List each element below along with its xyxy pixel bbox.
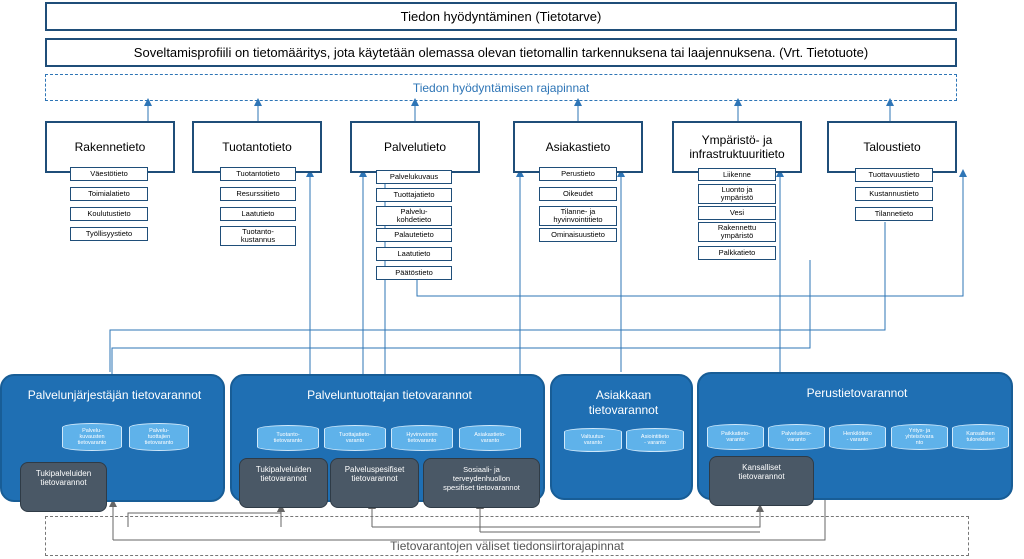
item: Laatutieto [376, 247, 452, 261]
item: Ominaisuustieto [539, 228, 617, 242]
item: Rakennettu ympäristö [698, 222, 776, 242]
item: Laatutieto [220, 207, 296, 221]
cylinder: Tuotanto- tietovaranto [257, 425, 319, 451]
grey-box: Tukipalveluiden tietovarannot [20, 462, 107, 512]
store-perustieto: Perustietovarannot Paikkatieto- varanto … [697, 372, 1013, 506]
store-palveluntuottaja: Palveluntuottajan tietovarannot Tuotanto… [230, 374, 545, 508]
interface-top: Tiedon hyödyntämisen rajapinnat [45, 74, 957, 101]
interface-bottom: Tietovarantojen väliset tiedonsiirtoraja… [45, 516, 969, 556]
item: Luonto ja ympäristö [698, 184, 776, 204]
item: Päätöstieto [376, 266, 452, 280]
cylinder: Palvelu- kuvausten tietovaranto [62, 423, 122, 451]
store-title: Perustietovarannot [806, 386, 908, 400]
item: Tilannetieto [855, 207, 933, 221]
item: Palautetieto [376, 228, 452, 242]
grey-box: Sosiaali- ja terveydenhuollon spesifiset… [423, 458, 540, 508]
category-ymparisto: Ympäristö- ja infrastruktuuritieto [672, 121, 802, 173]
item: Tuotantotieto [220, 167, 296, 181]
cylinder: Hyvinvoinnin tietovaranto [391, 425, 453, 451]
item: Koulutustieto [70, 207, 148, 221]
category-taloustieto: Taloustieto [827, 121, 957, 173]
item: Väestötieto [70, 167, 148, 181]
cylinder: Tuottajatieto- varanto [324, 425, 386, 451]
item: Tuottajatieto [376, 188, 452, 202]
item: Kustannustieto [855, 187, 933, 201]
item: Palkkatieto [698, 246, 776, 260]
grey-box: Palveluspesifiset tietovarannot [330, 458, 419, 508]
cylinder: Henkilötieto - varanto [829, 424, 886, 450]
store-title: Palveluntuottajan tietovarannot [307, 388, 472, 402]
item: Toimialatieto [70, 187, 148, 201]
grey-box: Tukipalveluiden tietovarannot [239, 458, 328, 508]
item: Vesi [698, 206, 776, 220]
item: Perustieto [539, 167, 617, 181]
cylinder: Palvelutieto- varanto [768, 424, 825, 450]
cylinder: Palvelu- tuottajien tietovaranto [129, 423, 189, 451]
cylinder: Paikkatieto- varanto [707, 424, 764, 450]
item: Resurssitieto [220, 187, 296, 201]
item: Tilanne- ja hyvinvointitieto [539, 206, 617, 226]
item: Tuottavuustieto [855, 168, 933, 182]
cylinder: Asiointitieto - varanto [626, 428, 684, 452]
item: Tuotanto- kustannus [220, 226, 296, 246]
item: Liikenne [698, 168, 776, 181]
header-title: Tiedon hyödyntäminen (Tietotarve) [45, 2, 957, 31]
item: Palvelukuvaus [376, 170, 452, 184]
grey-box: Kansalliset tietovarannot [709, 456, 814, 506]
cylinder: Asiakastieto- varanto [459, 425, 521, 451]
cylinder: Yritys- ja yhteisövara nto [891, 424, 948, 450]
cylinder: Kansallinen tulorekisteri [952, 424, 1009, 450]
item: Oikeudet [539, 187, 617, 201]
store-title: Asiakkaan tietovarannot [588, 388, 659, 417]
store-title: Palvelunjärjestäjän tietovarannot [27, 388, 202, 402]
category-asiakastieto: Asiakastieto [513, 121, 643, 173]
category-rakennetieto: Rakennetieto [45, 121, 175, 173]
header-definition: Soveltamisprofiili on tietomääritys, jot… [45, 38, 957, 67]
store-palvelunjarjestaja: Palvelunjärjestäjän tietovarannot Palvel… [0, 374, 225, 512]
category-tuotantotieto: Tuotantotieto [192, 121, 322, 173]
item: Työllisyystieto [70, 227, 148, 241]
cylinder: Valtuutus- varanto [564, 428, 622, 452]
category-palvelutieto: Palvelutieto [350, 121, 480, 173]
store-asiakas: Asiakkaan tietovarannot Valtuutus- varan… [550, 374, 693, 500]
item: Palvelu- kohdetieto [376, 206, 452, 226]
